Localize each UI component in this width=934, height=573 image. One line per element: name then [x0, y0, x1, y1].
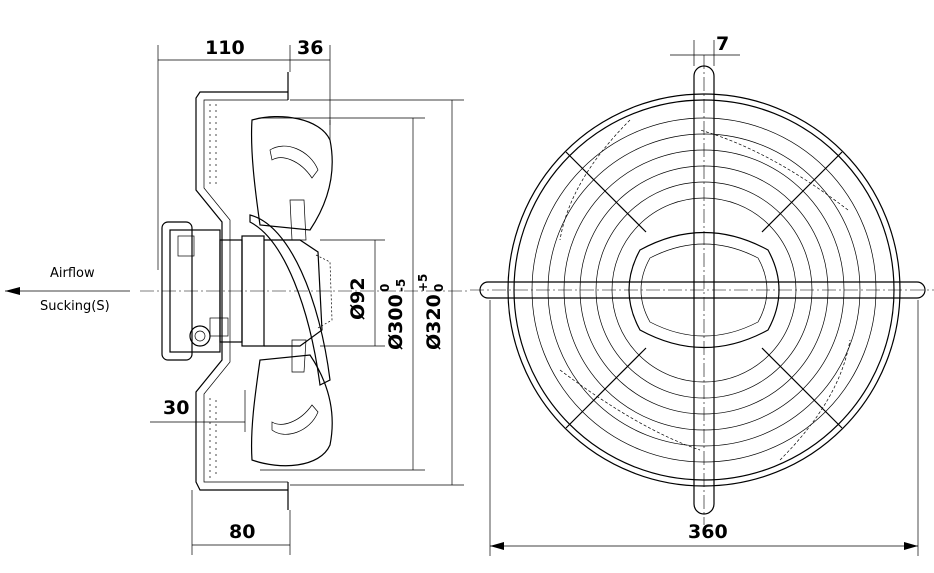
dim-guard-tol-upper: +5 — [416, 274, 430, 292]
dim-guard-tol-lower: 0 — [432, 284, 446, 292]
dim-impeller-tol-upper: 0 — [378, 284, 392, 292]
dim-110: 110 — [205, 37, 245, 59]
dim-impeller-tol-lower: -5 — [394, 279, 408, 292]
dim-impeller-diameter: Ø300 — [385, 294, 407, 350]
side-dimensions: 110 36 80 30 Ø92 Ø300 0 -5 Ø320 +5 0 — [150, 37, 464, 555]
airflow-mode-label: Sucking(S) — [40, 299, 110, 314]
dim-360: 360 — [688, 521, 728, 543]
dim-30: 30 — [163, 397, 189, 419]
front-dimensions: 7 360 — [489, 33, 919, 556]
airflow-label: Airflow — [50, 266, 95, 281]
dim-80: 80 — [229, 521, 255, 543]
front-view — [470, 55, 934, 525]
airflow-annotation: Airflow Sucking(S) — [5, 266, 130, 314]
dim-hub-diameter: Ø92 — [347, 277, 369, 320]
dim-guard-diameter: Ø320 — [423, 294, 445, 350]
dim-7: 7 — [716, 33, 729, 55]
side-view — [140, 72, 470, 510]
dim-36: 36 — [297, 37, 323, 59]
